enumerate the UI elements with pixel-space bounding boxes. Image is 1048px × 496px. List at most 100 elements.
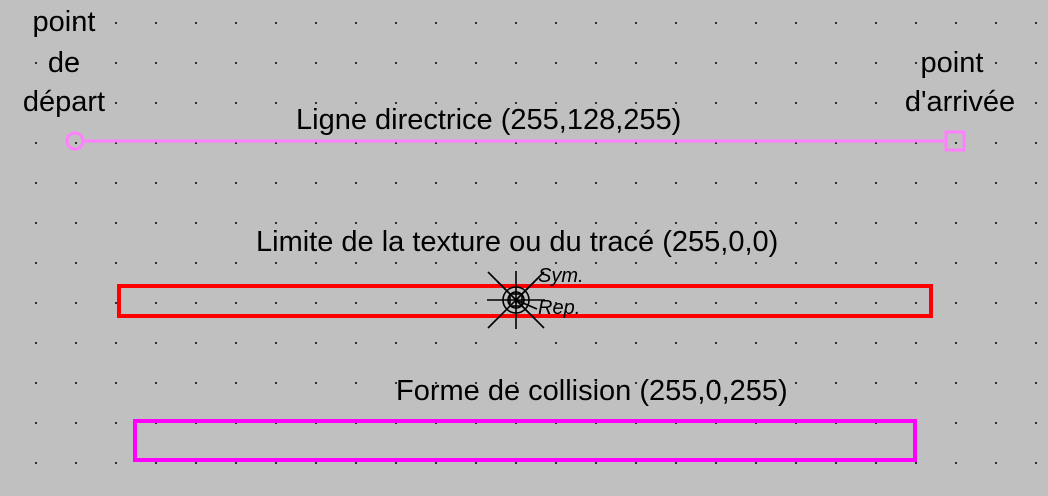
grid-dot (955, 142, 957, 144)
grid-dot (235, 382, 237, 384)
grid-dot (195, 102, 197, 104)
grid-dot (795, 22, 797, 24)
grid-dot (755, 142, 757, 144)
grid-dot (395, 182, 397, 184)
grid-dot (275, 102, 277, 104)
grid-dot (555, 342, 557, 344)
grid-dot (315, 462, 317, 464)
grid-dot (515, 342, 517, 344)
grid-dot (995, 182, 997, 184)
grid-dot (955, 382, 957, 384)
grid-dot (755, 382, 757, 384)
start-point-label-line3: départ (22, 86, 106, 118)
grid-dot (955, 462, 957, 464)
grid-dot (235, 182, 237, 184)
grid-dot (115, 142, 117, 144)
grid-dot (915, 262, 917, 264)
grid-dot (755, 102, 757, 104)
guide-line-label: Ligne directrice (255,128,255) (296, 104, 682, 136)
grid-dot (875, 382, 877, 384)
start-point-label-line1: point (32, 6, 96, 38)
grid-dot (635, 142, 637, 144)
grid-dot (875, 262, 877, 264)
grid-dot (155, 302, 157, 304)
guide-line-group (65, 130, 966, 152)
grid-dot (515, 22, 517, 24)
grid-dot (915, 222, 917, 224)
grid-dot (75, 222, 77, 224)
grid-dot (315, 142, 317, 144)
grid-dot (475, 22, 477, 24)
grid-dot (875, 302, 877, 304)
grid-dot (595, 342, 597, 344)
grid-dot (1035, 342, 1037, 344)
end-point-label-line1: point (920, 47, 984, 79)
grid-dot (675, 62, 677, 64)
grid-dot (675, 22, 677, 24)
start-point-label-line2: de (47, 47, 81, 79)
grid-dot (555, 262, 557, 264)
grid-dot (275, 22, 277, 24)
grid-dot (355, 22, 357, 24)
grid-dot (1035, 182, 1037, 184)
grid-dot (835, 102, 837, 104)
grid-dot (235, 22, 237, 24)
grid-dot (995, 422, 997, 424)
grid-dot (115, 382, 117, 384)
grid-dot (635, 462, 637, 464)
grid-dot (355, 102, 357, 104)
grid-dot (795, 182, 797, 184)
grid-dot (355, 342, 357, 344)
grid-dot (995, 382, 997, 384)
grid-dot (35, 422, 37, 424)
grid-dot (835, 382, 837, 384)
grid-dot (355, 182, 357, 184)
grid-dot (955, 22, 957, 24)
grid-dot (995, 222, 997, 224)
grid-dot (715, 182, 717, 184)
grid-dot (835, 462, 837, 464)
grid-dot (955, 342, 957, 344)
grid-dot (35, 262, 37, 264)
grid-dot (355, 142, 357, 144)
grid-dot (715, 342, 717, 344)
grid-dot (435, 262, 437, 264)
grid-dot (795, 142, 797, 144)
grid-dot (75, 462, 77, 464)
grid-dot (435, 142, 437, 144)
grid-dot (395, 142, 397, 144)
grid-dot (75, 382, 77, 384)
grid-dot (595, 62, 597, 64)
grid-dot (595, 222, 597, 224)
grid-dot (755, 222, 757, 224)
grid-dot (635, 382, 637, 384)
grid-dot (35, 62, 37, 64)
grid-dot (355, 262, 357, 264)
grid-dot (755, 182, 757, 184)
grid-dot (755, 342, 757, 344)
grid-dot (715, 222, 717, 224)
grid-dot (235, 462, 237, 464)
grid-dot (635, 222, 637, 224)
grid-dot (115, 102, 117, 104)
grid-dot (835, 182, 837, 184)
grid-dot (1035, 142, 1037, 144)
grid-dot (1035, 382, 1037, 384)
grid-dot (875, 462, 877, 464)
start-point-circle (65, 131, 85, 151)
grid-dot (635, 102, 637, 104)
grid-dot (515, 182, 517, 184)
grid-dot (595, 182, 597, 184)
grid-dot (515, 462, 517, 464)
grid-dot (235, 342, 237, 344)
grid-dot (995, 62, 997, 64)
grid-dot (435, 462, 437, 464)
grid-dot (315, 382, 317, 384)
grid-dot (475, 62, 477, 64)
grid-dot (1035, 262, 1037, 264)
grid-dot (515, 62, 517, 64)
grid-dot (115, 22, 117, 24)
grid-dot (715, 102, 717, 104)
grid-dot (315, 22, 317, 24)
end-point-label-line2: d'arrivée (904, 86, 1016, 118)
